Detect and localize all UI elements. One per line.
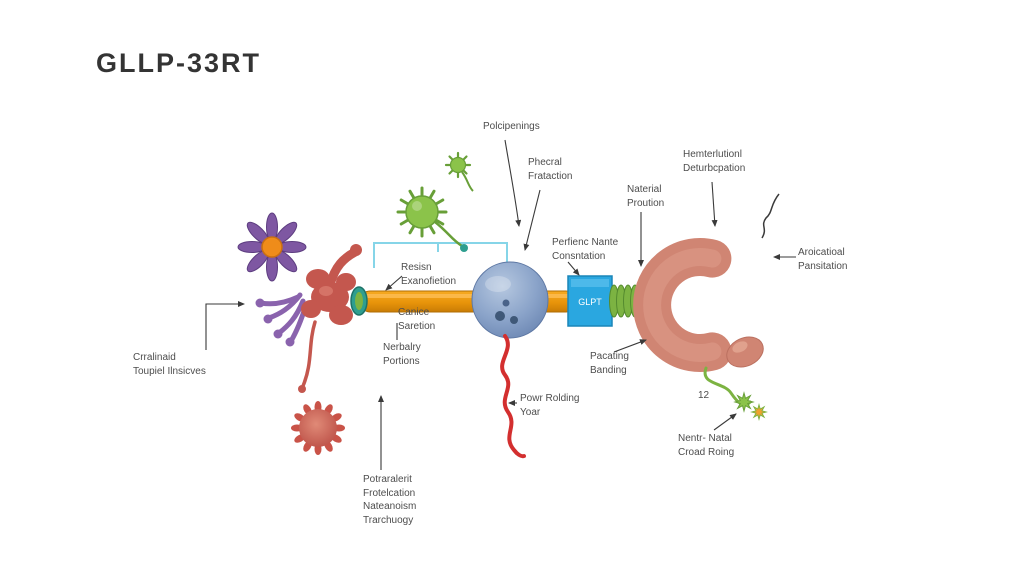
blue-sphere bbox=[471, 261, 549, 339]
glpt-box-label: GLPT bbox=[578, 297, 602, 307]
purple-tentacles bbox=[255, 292, 309, 347]
label-naterial-proution: Naterial Proution bbox=[627, 184, 665, 209]
glpt-box: GLPT bbox=[567, 275, 613, 327]
coral-blob bbox=[726, 336, 764, 368]
green-virus-large bbox=[396, 186, 468, 252]
diagram-title: GLLP-33RT bbox=[96, 48, 262, 78]
teal-coupler bbox=[350, 286, 368, 316]
red-squiggle bbox=[500, 334, 526, 459]
label-nerbalry-portions: Nerbalry Portions bbox=[383, 342, 421, 367]
label-powr-rolding-yoar: Powr Rolding Yoar bbox=[520, 393, 580, 418]
coral-branch-structure bbox=[298, 244, 362, 393]
label-polcipenings: Polcipenings bbox=[483, 121, 540, 132]
label-potraralerit-frotelcation: Potraralerit Frotelcation Nateanoism Tra… bbox=[363, 474, 417, 526]
label-number-12: 12 bbox=[698, 390, 710, 401]
label-nentr-natal-croad-roing: Nentr- Natal Croad Roing bbox=[678, 433, 735, 458]
label-resisn-exanofietion: Resisn Exanofietion bbox=[401, 262, 457, 287]
label-pacating-banding: Pacating Banding bbox=[590, 351, 629, 376]
purple-virus-flower bbox=[237, 212, 307, 282]
label-perfienc-nante-consntation: Perfienc Nante Consntation bbox=[552, 237, 619, 262]
red-sun-shape bbox=[291, 401, 345, 455]
label-phecral-frataction: Phecral Frataction bbox=[528, 157, 573, 182]
annotation-arrows bbox=[205, 139, 796, 470]
cyan-bracket-connector bbox=[373, 242, 508, 268]
label-canice-saretion: Canice Saretion bbox=[398, 307, 436, 332]
coral-c-shape bbox=[633, 238, 732, 372]
spiky-stars bbox=[733, 391, 768, 421]
label-hemterlutionl-deturbcpation: Hemterlutionl Deturbcpation bbox=[683, 149, 746, 174]
label-crralinaid-toupiel: Crralinaid Toupiel Ilnsicves bbox=[133, 352, 206, 377]
label-aroicatioal-pansitation: Aroicatioal Pansitation bbox=[798, 247, 848, 272]
green-virus-small bbox=[444, 151, 474, 192]
